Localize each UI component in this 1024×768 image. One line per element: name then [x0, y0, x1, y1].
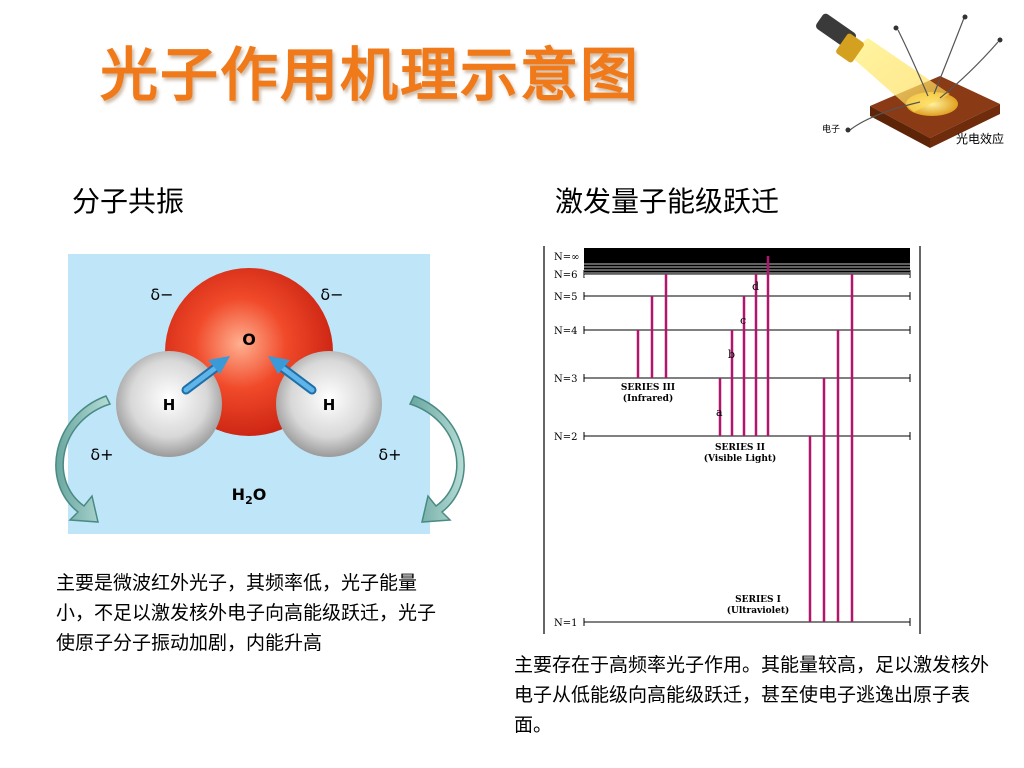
energy-level-diagram: N=1 N=2 N=3 N=4 N=5 N=6 N=∞ a b c d SERIES III(In…: [542, 246, 922, 634]
series-name-2: SERIES II: [715, 443, 765, 453]
photoelectric-caption: 光电效应: [956, 131, 1004, 146]
water-molecule-diagram: O H H δ− δ− δ+ δ+ H2O: [55, 254, 465, 534]
molecular-resonance-description: 主要是微波红外光子，其频率低，光子能量小，不足以激发核外电子向高能级跃迁，光子使…: [56, 572, 437, 654]
series-note-2: (Visible Light): [704, 453, 777, 464]
series-note-3: (Infrared): [623, 393, 673, 404]
water-formula: H2O: [232, 485, 267, 507]
molecular-resonance-heading: 分子共振: [72, 185, 185, 218]
delta-minus-right: δ−: [320, 285, 343, 304]
transition-lines: a b c d: [636, 256, 854, 622]
page-title: 光子作用机理示意图: [100, 41, 641, 109]
transition-letter-a: a: [716, 406, 723, 419]
vibration-arrow-left-icon: [55, 395, 112, 523]
level-label-n5: N=5: [554, 292, 578, 303]
energy-level-transition-heading: 激发量子能级跃迁: [555, 185, 780, 218]
light-beam: [848, 38, 950, 112]
delta-plus-right: δ+: [378, 445, 401, 464]
level-label-n4: N=4: [554, 326, 578, 337]
level-label-n6: N=6: [554, 270, 578, 281]
transition-letter-d: d: [752, 280, 759, 293]
series-labels: SERIES III(Infrared) SERIES II(Visible Li…: [621, 383, 789, 616]
transition-letter-b: b: [728, 348, 735, 361]
vibration-arrow-right-icon: [408, 395, 465, 523]
series-name-1: SERIES I: [735, 595, 781, 605]
flashlight-icon: [816, 13, 864, 63]
level-label-n2: N=2: [554, 432, 578, 443]
hydrogen-label-left: H: [163, 396, 176, 414]
electron-dots: [845, 14, 1003, 133]
level-label-n1: N=1: [554, 618, 578, 629]
bond-arrow-left: [181, 356, 230, 395]
photoelectric-illustration: 电子 光电效应: [816, 13, 1004, 148]
hydrogen-label-right: H: [323, 396, 336, 414]
level-label-n3: N=3: [554, 374, 578, 385]
series-name-3: SERIES III: [621, 383, 675, 393]
energy-transition-description: 主要存在于高频率光子作用。其能量较高，足以激发核外电子从低能级向高能级跃迁，甚至…: [514, 654, 990, 736]
electron-label: 电子: [822, 123, 840, 135]
delta-minus-left: δ−: [150, 285, 173, 304]
level-label-ninf: N=∞: [554, 252, 579, 263]
transition-letter-c: c: [740, 314, 746, 327]
energy-levels: N=1 N=2 N=3 N=4 N=5 N=6 N=∞: [554, 248, 911, 629]
oxygen-label: O: [242, 330, 256, 349]
series-note-1: (Ultraviolet): [727, 605, 789, 616]
delta-plus-left: δ+: [90, 445, 113, 464]
emitted-electron-paths: [849, 17, 999, 131]
bond-arrow-right: [268, 356, 317, 395]
